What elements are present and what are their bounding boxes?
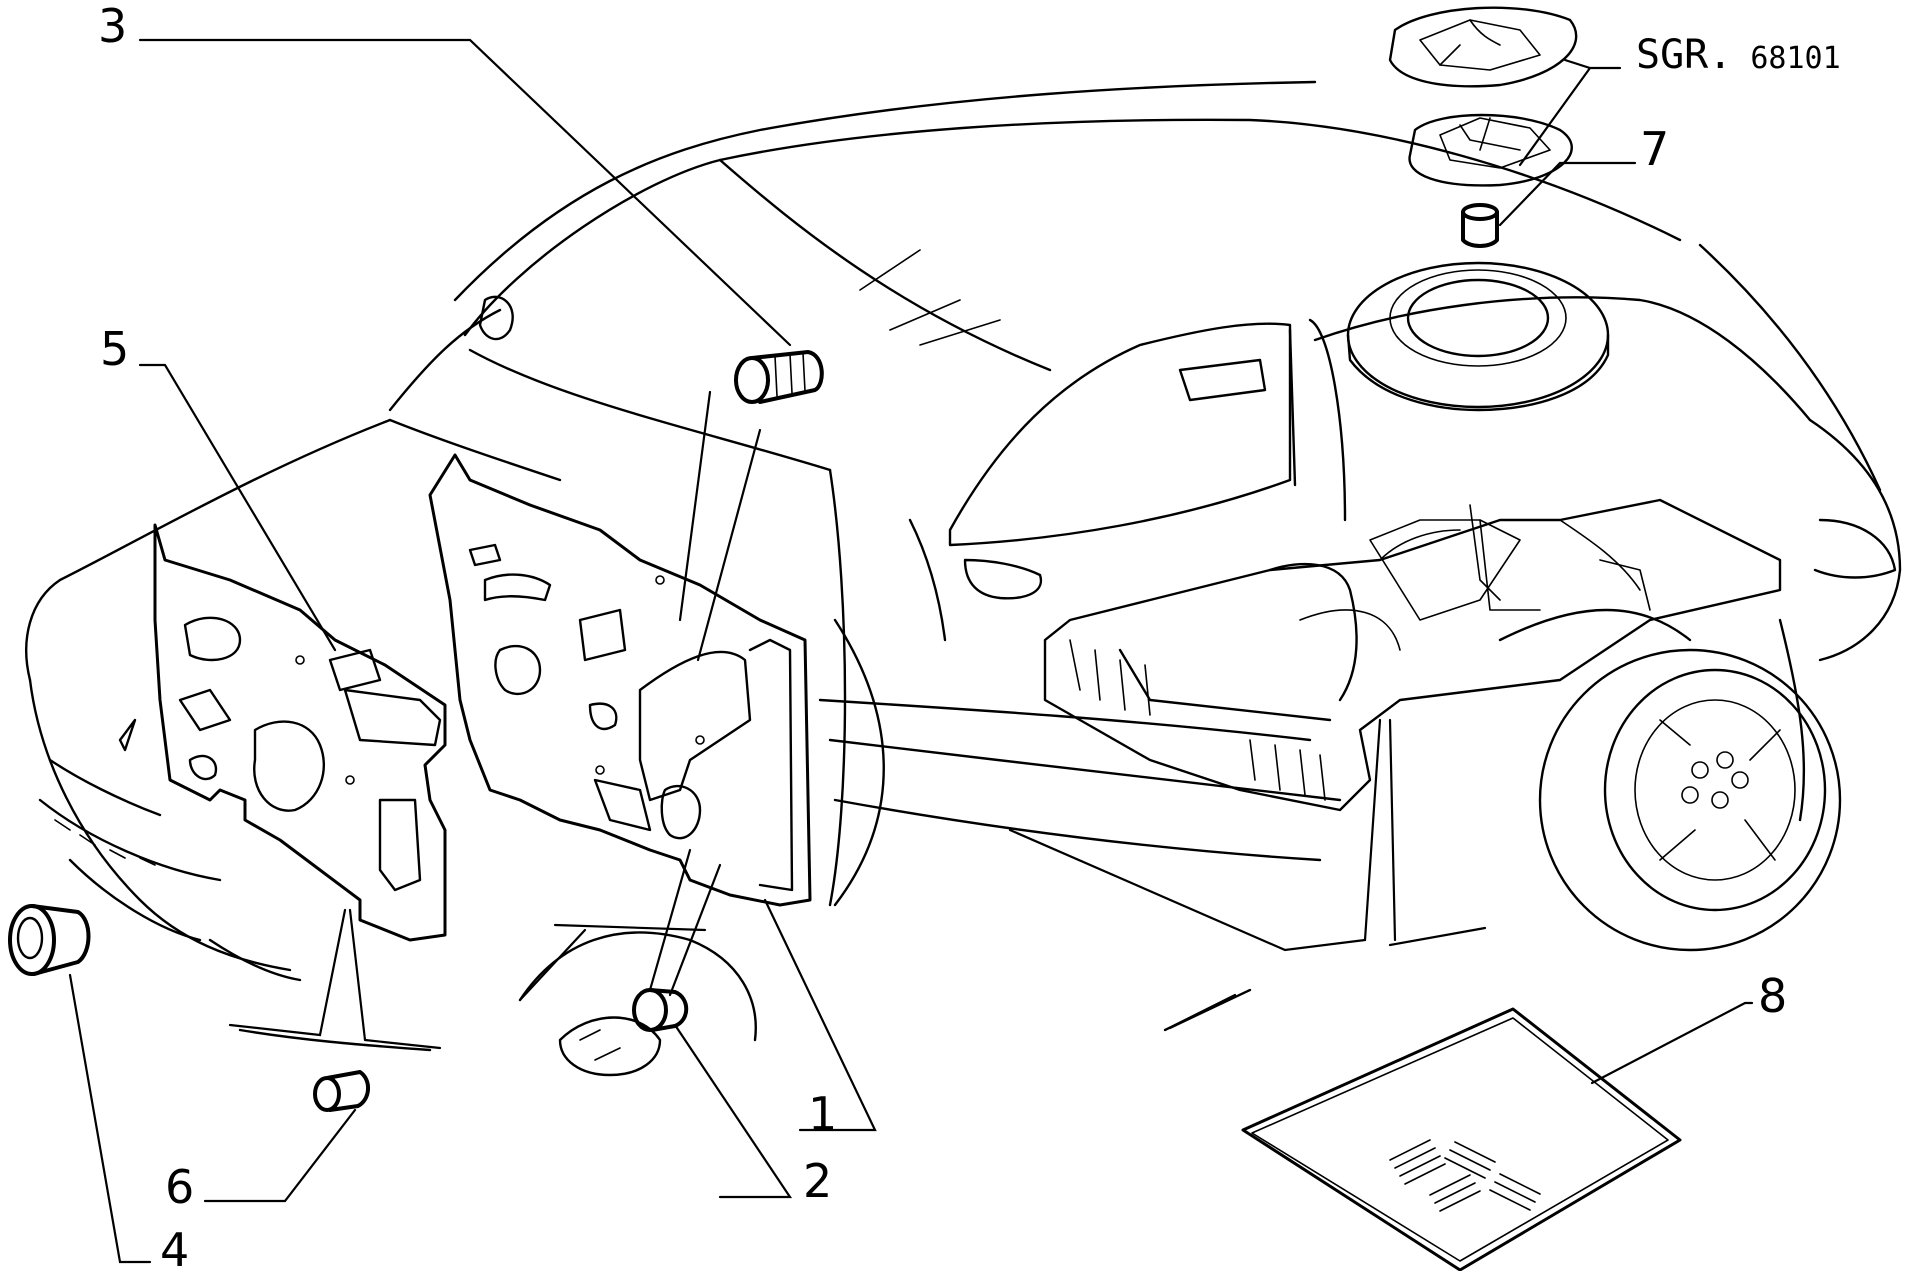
callout-7: 7 xyxy=(1640,122,1669,176)
reference-number: 68101 xyxy=(1750,41,1840,76)
part-3-rivet xyxy=(734,350,824,404)
leader-3 xyxy=(138,38,792,347)
leader-8 xyxy=(1590,1001,1754,1085)
part-8-floor-mat xyxy=(1241,1007,1682,1271)
leader-lines xyxy=(68,38,1754,1264)
reference-prefix: SGR. xyxy=(1636,32,1732,78)
leader-4 xyxy=(68,973,152,1264)
part-7-spacer xyxy=(1461,203,1499,248)
reference-label: SGR. 68101 xyxy=(1636,32,1841,78)
leader-7 xyxy=(1498,161,1637,227)
part-4-grommet xyxy=(8,904,91,976)
floor-pan xyxy=(1043,498,1782,812)
callout-1: 1 xyxy=(808,1087,837,1141)
leader-5 xyxy=(138,363,337,652)
callout-6: 6 xyxy=(165,1160,194,1214)
rear-wheel xyxy=(1538,648,1842,952)
part-6-clip xyxy=(313,1070,370,1112)
callout-8: 8 xyxy=(1758,969,1787,1023)
storage-trays xyxy=(1388,6,1578,187)
leader-sgr xyxy=(1518,58,1622,167)
spare-tire xyxy=(1346,261,1610,412)
part-5-insulation-panel xyxy=(153,523,447,942)
leader-6 xyxy=(203,1108,357,1203)
callout-4: 4 xyxy=(160,1223,189,1271)
leader-2 xyxy=(673,1023,793,1199)
callout-5: 5 xyxy=(100,322,129,376)
callout-2: 2 xyxy=(803,1154,832,1208)
callout-3: 3 xyxy=(98,0,127,53)
part-1-firewall-panel xyxy=(428,453,812,907)
leader-1 xyxy=(763,898,877,1132)
car-body-outline xyxy=(25,80,1902,1077)
